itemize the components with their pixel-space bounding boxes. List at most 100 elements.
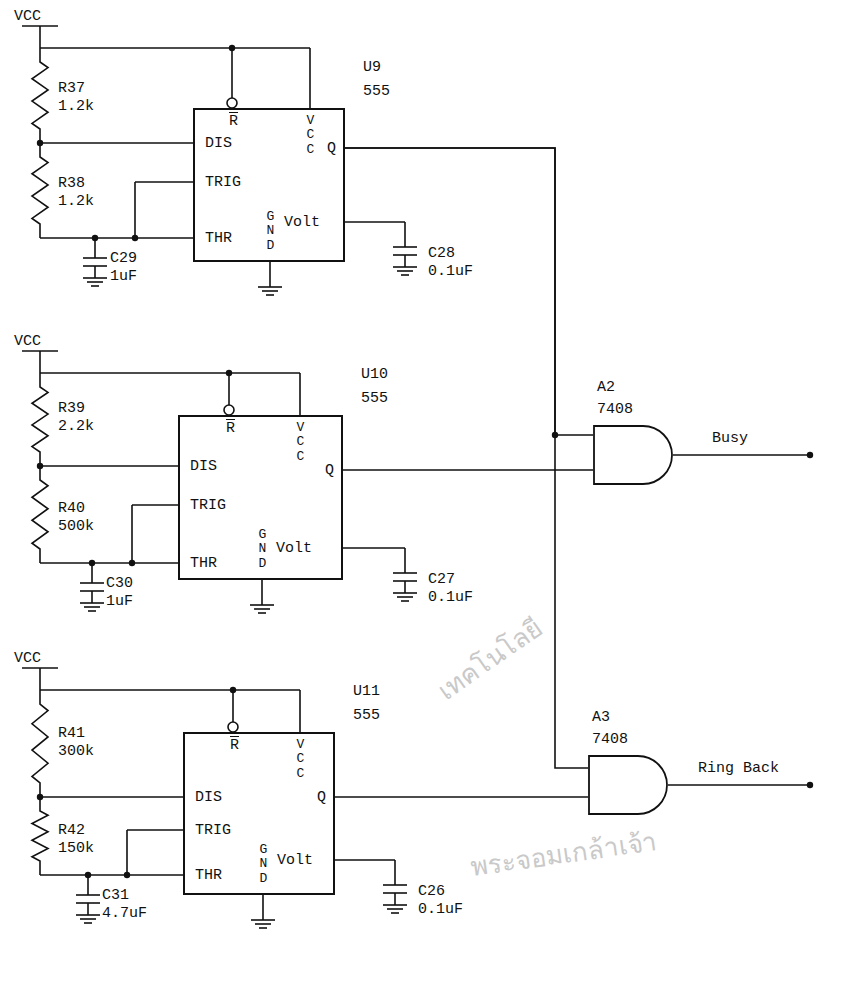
ground-symbol (397, 270, 413, 272)
part-number: 7408 (597, 401, 633, 419)
ground-symbol (251, 919, 275, 921)
watermark: เทคโนโลยี (436, 617, 545, 701)
capacitor-lead (91, 563, 93, 583)
capacitor-plate (383, 884, 407, 886)
pin-name: VCC (294, 421, 307, 464)
pin-name: THR (190, 555, 217, 573)
resistor-name: R41 (58, 725, 85, 743)
wire (40, 142, 193, 144)
wire (343, 547, 405, 549)
pin-name: DIS (195, 789, 222, 807)
resistor-symbol (32, 690, 48, 797)
signal-wire (335, 796, 588, 798)
junction-dot (552, 432, 558, 438)
ground-symbol (259, 927, 267, 929)
signal-wire (343, 469, 593, 471)
pin-name: GND (264, 210, 277, 253)
resistor-name: R38 (58, 175, 85, 193)
resistor-name: R39 (58, 400, 85, 418)
junction-dot (124, 872, 130, 878)
capacitor-lead (394, 860, 396, 885)
resistor-value: 1.2k (58, 98, 94, 116)
pin-name: THR (205, 230, 232, 248)
wire (261, 580, 263, 605)
resistor-value: 300k (58, 743, 94, 761)
capacitor-lead (87, 903, 89, 915)
ground-symbol (401, 600, 409, 602)
and-gate-body (594, 426, 672, 484)
ground-symbol (250, 604, 274, 606)
timer-ic: U11555RDISVCCQTRIGGNDVoltTHR (183, 732, 335, 895)
part-reference: A3 (592, 709, 610, 727)
wire (232, 690, 234, 722)
wire (39, 26, 41, 48)
wire (40, 237, 193, 239)
wire (134, 182, 136, 238)
pin-name: VCC (304, 114, 317, 157)
signal-name: Busy (712, 430, 748, 448)
ground-symbol (258, 286, 282, 288)
pin-name: THR (195, 867, 222, 885)
wire (126, 830, 128, 875)
pin-name: Volt (276, 540, 312, 558)
pin-name: Q (325, 462, 334, 480)
junction-dot (807, 452, 813, 458)
capacitor-name: C30 (106, 575, 133, 593)
pin-name: R (229, 113, 238, 131)
wire (262, 895, 264, 920)
pin-name: Q (327, 140, 336, 158)
junction-dot (807, 782, 813, 788)
pin-name: R (230, 737, 239, 755)
and-gate-outline (588, 755, 668, 815)
capacitor-name: C29 (110, 250, 137, 268)
ground-symbol (397, 596, 413, 598)
capacitor-plate (83, 257, 107, 259)
wire (40, 689, 300, 691)
capacitor-name: C31 (102, 887, 129, 905)
resistor-name: R37 (58, 80, 85, 98)
output-wire (673, 454, 810, 456)
capacitor-lead (394, 893, 396, 905)
wire (40, 562, 178, 564)
pin-name: R (226, 420, 235, 438)
capacitor-value: 0.1uF (428, 589, 473, 607)
ground-symbol (262, 290, 278, 292)
wire (40, 372, 300, 374)
capacitor-plate (76, 894, 100, 896)
ground-symbol (80, 918, 96, 920)
capacitor-lead (404, 222, 406, 247)
pin-name: GND (256, 528, 269, 571)
resistor-symbol (32, 466, 48, 563)
ground-symbol (80, 602, 104, 604)
pin-name: Q (317, 789, 326, 807)
part-number: 555 (361, 390, 388, 408)
ground-symbol (393, 266, 417, 268)
ground-symbol (84, 606, 100, 608)
and-gate-body (589, 756, 667, 814)
inverting-bubble (224, 405, 234, 415)
signal-wire (345, 148, 588, 768)
wire (40, 47, 310, 49)
resistor-symbol (32, 48, 48, 143)
resistor-value: 1.2k (58, 193, 94, 211)
capacitor-name: C28 (428, 245, 455, 263)
capacitor-lead (91, 591, 93, 603)
capacitor-value: 1uF (110, 268, 137, 286)
wire (228, 373, 230, 405)
pin-name: DIS (205, 135, 232, 153)
capacitor-lead (404, 255, 406, 267)
supply-label: VCC (14, 8, 41, 26)
and-gate-outline (593, 425, 673, 485)
pin-name: TRIG (190, 497, 226, 515)
pin-name: GND (257, 843, 270, 886)
signal-name: Ring Back (698, 760, 779, 778)
inverting-bubble (228, 722, 238, 732)
ground-symbol (91, 285, 99, 287)
capacitor-lead (404, 548, 406, 573)
resistor-symbol (32, 797, 48, 875)
capacitor-lead (87, 875, 89, 895)
and-gate: A37408 (588, 755, 668, 815)
wire (299, 690, 301, 732)
